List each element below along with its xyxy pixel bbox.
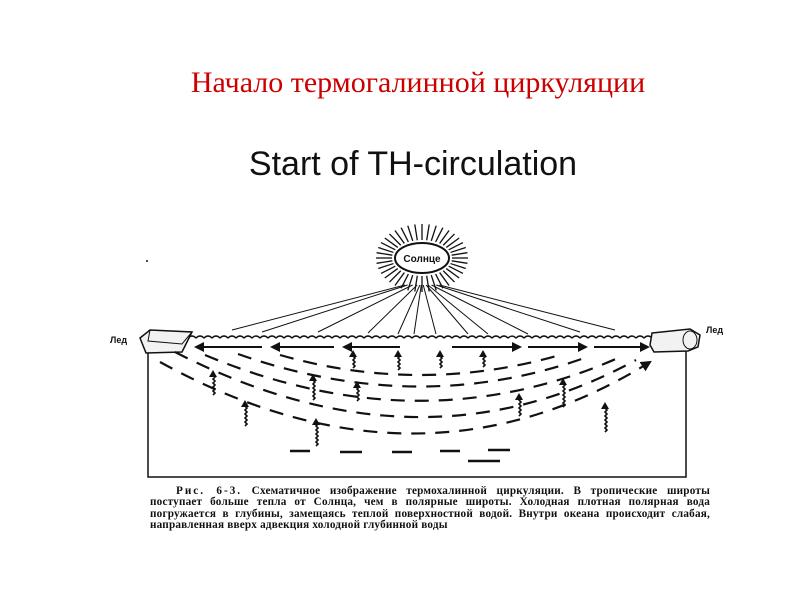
stray-dot	[146, 260, 148, 262]
upwelling-arrow	[309, 374, 317, 401]
ocean-surface-wave	[147, 335, 693, 339]
slide-title-russian: Начало термогалинной циркуляции	[190, 66, 646, 99]
upwelling-arrow	[209, 370, 217, 396]
ice-block-left	[139, 329, 194, 354]
ice-right-label: Лед	[706, 325, 723, 335]
upwelling-arrows	[209, 350, 609, 447]
figure-caption-text: Схематичное изображение термохалинной ци…	[150, 485, 710, 532]
figure-caption: Рис. 6-3. Схематичное изображение термох…	[150, 485, 710, 532]
upwelling-arrow	[241, 400, 249, 427]
upwelling-arrow	[312, 418, 320, 447]
sun-label: Солнце	[403, 254, 441, 265]
upwelling-arrow	[436, 350, 444, 369]
deep-current-arcs	[159, 351, 652, 435]
ocean-basin-outline	[147, 341, 687, 478]
sun-icon: Солнце	[376, 224, 468, 292]
ice-left-label: Лед	[110, 335, 127, 345]
upwelling-arrow	[479, 350, 487, 368]
ice-block-right	[649, 328, 701, 353]
bottom-current-arrows	[290, 448, 510, 463]
upwelling-arrow	[559, 378, 567, 408]
figure-label: Рис. 6-3.	[176, 485, 243, 497]
slide-title-english: Start of TH-circulation	[248, 145, 578, 183]
upwelling-arrow	[349, 350, 357, 369]
upwelling-arrow	[353, 381, 361, 402]
upwelling-arrow	[515, 393, 523, 417]
upwelling-arrow	[601, 402, 609, 433]
upwelling-arrow	[394, 350, 402, 371]
sunlight-rays	[231, 284, 616, 335]
